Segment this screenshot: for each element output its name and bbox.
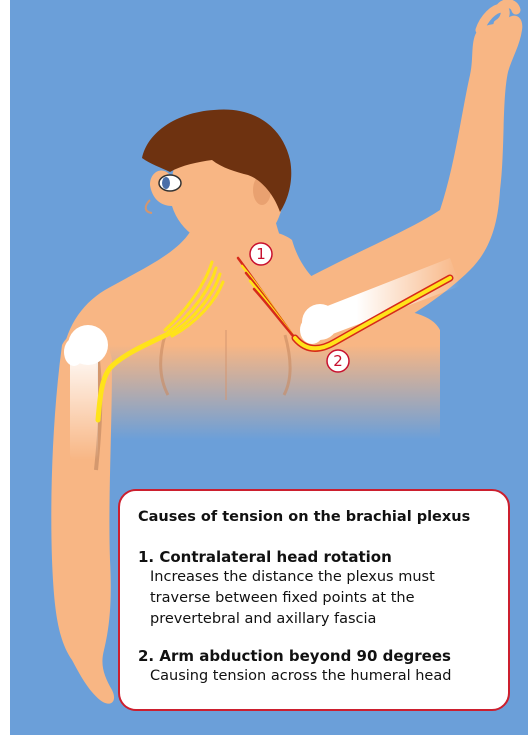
cause-1-description: Increases the distance the plexus must t… <box>138 567 498 630</box>
info-box-title: Causes of tension on the brachial plexus <box>138 509 498 525</box>
marker-1-label: 1 <box>256 245 266 263</box>
cause-item-1: 1. Contralateral head rotation Increases… <box>138 547 498 630</box>
marker-2-label: 2 <box>333 352 343 370</box>
cause-1-title: 1. Contralateral head rotation <box>138 547 498 567</box>
cause-2-title: 2. Arm abduction beyond 90 degrees <box>138 646 498 666</box>
info-box: Causes of tension on the brachial plexus… <box>118 489 510 711</box>
cause-2-description: Causing tension across the humeral head <box>138 666 498 687</box>
marker-1: 1 <box>250 243 272 265</box>
marker-2: 2 <box>327 350 349 372</box>
cause-item-2: 2. Arm abduction beyond 90 degrees Causi… <box>138 646 498 687</box>
eye-iris <box>162 177 170 189</box>
